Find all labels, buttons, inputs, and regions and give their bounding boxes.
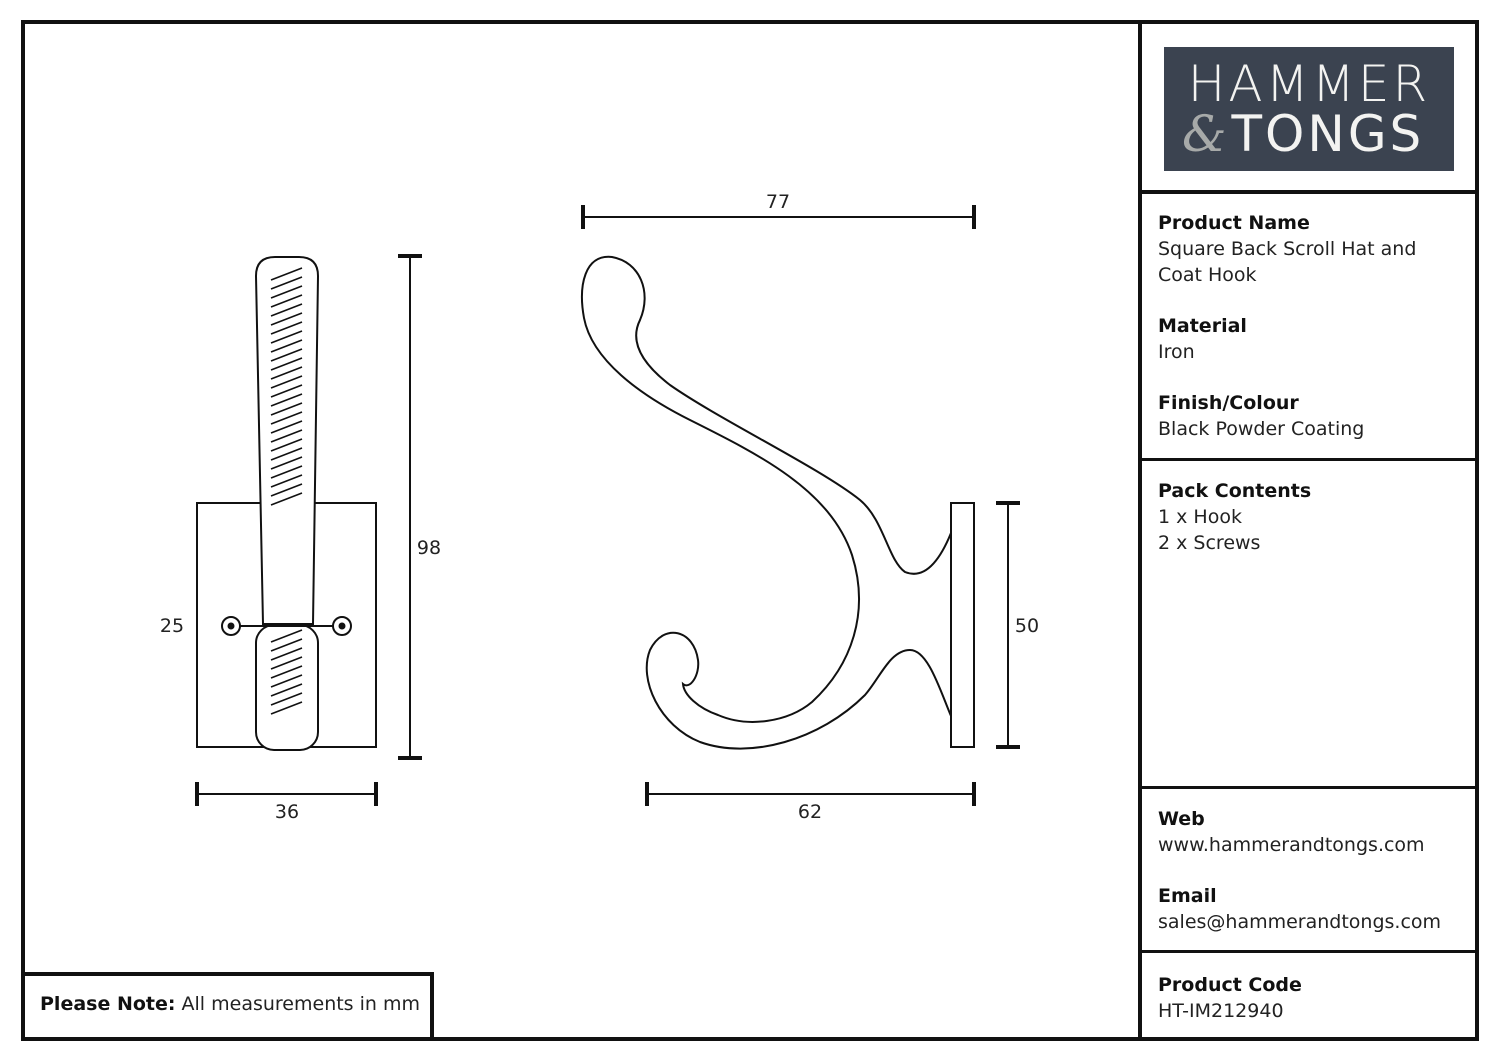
hatch-line — [270, 420, 303, 434]
product-name-block: Product Name Square Back Scroll Hat and … — [1158, 210, 1448, 288]
front-view-drawing — [196, 256, 377, 751]
logo-ampersand: & — [1182, 105, 1230, 163]
product-code-label: Product Code — [1158, 974, 1302, 996]
hatch-line — [270, 366, 303, 380]
hatch-line — [270, 638, 303, 652]
dim-front-width: 36 — [275, 801, 299, 823]
finish-label: Finish/Colour — [1158, 392, 1299, 414]
hatch-line — [270, 438, 303, 452]
pack-divider — [1140, 786, 1479, 789]
hatch-line — [270, 683, 303, 697]
hatch-line — [270, 375, 303, 389]
side-view-drawing — [581, 255, 975, 750]
details-divider — [1140, 458, 1479, 461]
hatch-line — [270, 701, 303, 715]
hatch-line — [270, 647, 303, 661]
front-lower-hook — [255, 624, 319, 751]
logo-divider — [1140, 190, 1479, 194]
pack-item: 1 x Hook — [1158, 506, 1242, 528]
hatch-line — [270, 492, 303, 506]
material-value: Iron — [1158, 341, 1195, 363]
hatch-line — [270, 267, 303, 281]
note-box — [21, 972, 434, 1041]
pack-item: 2 x Screws — [1158, 532, 1261, 554]
hatch-line — [270, 339, 303, 353]
hatch-line — [270, 384, 303, 398]
measurement-note: Please Note: All measurements in mm — [40, 993, 420, 1015]
hatch-line — [270, 294, 303, 308]
finish-block: Finish/Colour Black Powder Coating — [1158, 390, 1364, 442]
hook-profile — [581, 255, 952, 750]
hatch-line — [270, 456, 303, 470]
hatch-line — [270, 674, 303, 688]
hatch-line — [270, 692, 303, 706]
logo-hammer-text: HAMMER — [1187, 55, 1431, 113]
hatch-line — [270, 321, 303, 335]
dimension-lines — [195, 205, 1020, 806]
email-link[interactable]: sales@hammerandtongs.com — [1158, 911, 1442, 933]
hatch-line — [270, 330, 303, 344]
hatch-line — [270, 429, 303, 443]
product-code-block: Product Code HT-IM212940 — [1158, 972, 1302, 1024]
hatch-line — [270, 465, 303, 479]
pack-contents-block: Pack Contents 1 x Hook 2 x Screws — [1158, 478, 1311, 556]
note-label: Please Note: — [40, 993, 176, 1015]
hatch-line — [270, 483, 303, 497]
contact-divider — [1140, 950, 1479, 953]
hatch-line — [270, 665, 303, 679]
finish-value: Black Powder Coating — [1158, 418, 1365, 440]
hatch-line — [270, 629, 303, 643]
hatch-line — [270, 447, 303, 461]
side-backplate — [950, 502, 975, 748]
brand-logo: HAMMER &TONGS — [1164, 47, 1454, 171]
pack-contents-label: Pack Contents — [1158, 480, 1312, 502]
material-label: Material — [1158, 315, 1247, 337]
dim-side-bottom: 62 — [798, 801, 822, 823]
hatch-line — [270, 402, 303, 416]
dim-backplate-height: 50 — [1015, 615, 1039, 637]
email-label: Email — [1158, 885, 1217, 907]
front-upper-arm — [254, 256, 320, 625]
sidebar-divider — [1138, 20, 1142, 1041]
hatch-line — [270, 348, 303, 362]
hatch-line — [270, 312, 303, 326]
note-text: All measurements in mm — [181, 993, 420, 1015]
hatch-line — [270, 285, 303, 299]
hatch-line — [270, 303, 303, 317]
hatch-line — [270, 276, 303, 290]
logo-tongs-text: TONGS — [1231, 105, 1425, 163]
web-label: Web — [1158, 808, 1205, 830]
dim-front-height: 98 — [417, 537, 441, 559]
product-name-label: Product Name — [1158, 212, 1310, 234]
product-name-value: Square Back Scroll Hat and Coat Hook — [1158, 238, 1417, 286]
material-block: Material Iron — [1158, 313, 1247, 365]
web-block: Web www.hammerandtongs.com — [1158, 806, 1425, 858]
hatch-line — [270, 357, 303, 371]
hatch-line — [270, 393, 303, 407]
hatch-line — [270, 474, 303, 488]
outer-frame — [21, 20, 1479, 1041]
hatch-line — [270, 411, 303, 425]
web-link[interactable]: www.hammerandtongs.com — [1158, 834, 1425, 856]
dim-screw-spacing: 25 — [160, 615, 184, 637]
email-block: Email sales@hammerandtongs.com — [1158, 883, 1441, 935]
product-code-value: HT-IM212940 — [1158, 1000, 1284, 1022]
hatch-line — [270, 656, 303, 670]
logo-tongs-line: &TONGS — [1182, 105, 1424, 163]
dim-side-top: 77 — [766, 191, 790, 213]
